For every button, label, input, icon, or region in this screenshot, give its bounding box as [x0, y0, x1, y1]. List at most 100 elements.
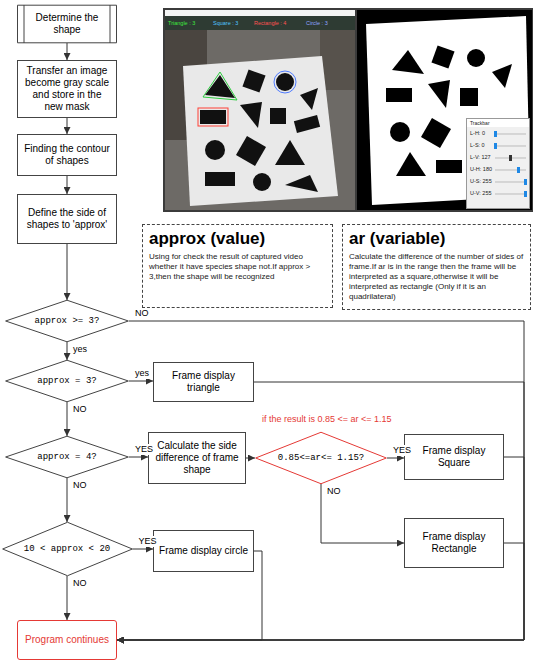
trackbar-window [495, 134, 526, 135]
node-text: 0.85<=ar<= 1.15? [278, 453, 364, 464]
process-box: Calculate the side difference of frame s… [148, 432, 246, 484]
node-text: Frame display triangle [159, 370, 248, 394]
node-body-text: Using for check the result of captured v… [149, 252, 326, 282]
camera-window [163, 8, 533, 212]
screen-count: Circle : 3 [306, 20, 328, 27]
mask-window [436, 160, 462, 173]
flow-arrow [129, 381, 153, 382]
trackbar-label: U-S: 255 [470, 178, 492, 185]
trackbar-window [494, 143, 497, 149]
annotation-box: approx (value) Using for check the result… [142, 224, 333, 308]
node-text: ar (variable) [349, 229, 524, 249]
camera-window [203, 72, 237, 100]
decision-diamond: approx = 4? [5, 436, 129, 478]
window-title: Trackbar [470, 120, 490, 126]
trackbar-window [495, 146, 526, 147]
diamond-shape [2, 522, 132, 575]
mask-window [460, 88, 478, 106]
camera-window [275, 140, 305, 165]
node-text: approx = 3? [37, 376, 96, 387]
trackbar-label: L-H: 0 [470, 130, 485, 137]
edge-label: yes [134, 368, 150, 379]
edge-label: YES [138, 536, 158, 547]
flow-arrow [67, 402, 68, 436]
mask-window [357, 10, 532, 210]
node-body-text: Calculate the difference of the number o… [349, 252, 524, 302]
mask-window [357, 10, 532, 210]
flow-arrow [67, 244, 68, 300]
decision-diamond: approx >= 3? [5, 300, 129, 342]
node-text: Transfer an image become gray scale and … [23, 65, 111, 113]
process-box: Transfer an image become gray scale and … [17, 60, 117, 118]
trackbar-label: U-V: 255 [470, 190, 492, 197]
camera-window [205, 172, 235, 186]
trackbar-window [495, 194, 526, 195]
flow-arrow [129, 457, 148, 458]
camera-window [274, 71, 296, 93]
edge-label: NO [72, 404, 88, 415]
mask-window [467, 49, 485, 67]
camera-window [205, 75, 235, 98]
mask-window [386, 88, 412, 102]
camera-window [163, 8, 533, 212]
trackbar-label: L-V: 127 [470, 154, 491, 161]
mask-window [390, 122, 410, 142]
decision-diamond: approx = 3? [5, 360, 129, 402]
camera-window [200, 110, 226, 124]
camera-window [270, 108, 286, 124]
node-text: Calculate the side difference of frame s… [154, 440, 240, 476]
edge-label: NO [326, 486, 342, 497]
camera-window [183, 56, 338, 206]
flow-arrow [321, 484, 404, 543]
node-text: Frame display circle [159, 545, 248, 557]
trackbar-window [517, 167, 520, 173]
process-box: Finding the contour of shapes [17, 134, 117, 176]
screen-count: Rectangle : 4 [254, 20, 286, 27]
predefined-bar [24, 5, 25, 43]
diamond-shape [6, 300, 129, 342]
trackbar-label: U-H: 180 [470, 166, 492, 173]
mask-window [396, 152, 426, 176]
diamond-shape [6, 360, 129, 402]
process-box: Frame display Rectangle [404, 518, 504, 568]
node-text: Frame display Square [410, 445, 498, 469]
trackbar-window [524, 191, 527, 197]
node-text: Determine the shape [28, 12, 106, 36]
predefined-bar [110, 5, 111, 43]
trackbar-window [467, 119, 529, 127]
flow-arrow [67, 43, 68, 60]
process-box: Define the side of shapes to 'approx' [17, 194, 117, 244]
edge-label: NO [72, 578, 88, 589]
edge-label: yes [72, 344, 88, 355]
diamond-shape [256, 432, 387, 483]
flow-arrow [67, 118, 68, 134]
flow-arrow [133, 549, 154, 550]
decision-diamond: 10 < approx < 20 [2, 522, 133, 576]
camera-window [198, 108, 228, 126]
flow-arrow [117, 382, 524, 640]
flow-arrow [67, 576, 68, 620]
camera-window [294, 115, 320, 133]
camera-window [236, 136, 266, 166]
trackbar-window [524, 179, 527, 185]
camera-window [253, 173, 271, 191]
camera-window [285, 175, 318, 192]
annotation-box: ar (variable) Calculate the difference of… [342, 224, 531, 310]
mask-window [428, 80, 450, 108]
flow-arrow [117, 457, 524, 640]
trackbar-window [509, 155, 512, 161]
node-text: Program continues [25, 634, 109, 646]
trackbar-window [494, 131, 497, 137]
process-box: Frame display triangle [153, 362, 254, 402]
mask-window [421, 118, 451, 148]
trackbar-window [495, 182, 526, 183]
diamond-shape [6, 436, 129, 478]
edge-label: NO [72, 480, 88, 491]
screen-count: Square : 3 [213, 20, 238, 27]
flow-arrow [246, 458, 255, 459]
node-text: approx (value) [149, 229, 326, 249]
process-box: Frame display circle [153, 530, 254, 572]
mask-window [492, 64, 512, 88]
predefined-frame [18, 5, 117, 43]
camera-window [242, 69, 265, 92]
